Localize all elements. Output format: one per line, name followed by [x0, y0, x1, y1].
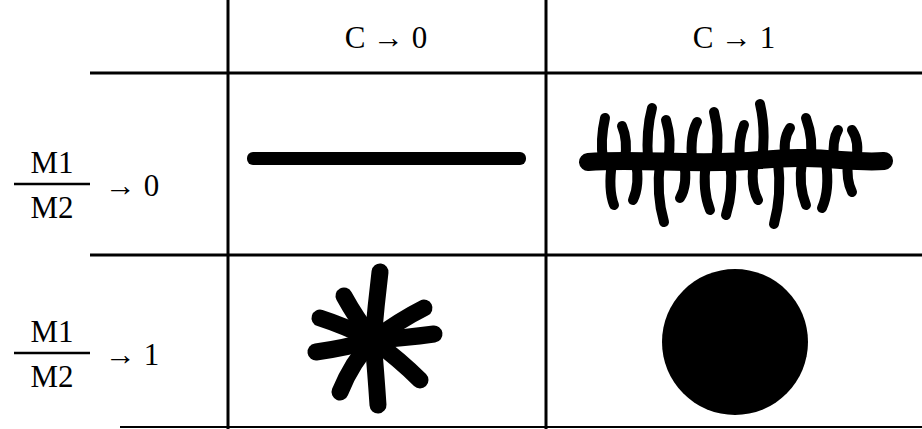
disc-pattern	[662, 269, 808, 415]
column-header: C → 0	[345, 22, 428, 53]
row-limit: → 0	[105, 170, 159, 201]
fraction-numerator: M1	[30, 316, 73, 347]
table-grid	[90, 0, 922, 429]
fraction-bars	[14, 184, 90, 353]
row-limit: → 1	[105, 339, 159, 370]
comb-pattern	[588, 104, 884, 224]
straight-pattern	[247, 152, 526, 165]
star-pattern	[316, 272, 434, 405]
fraction-numerator: M1	[30, 147, 73, 178]
column-header: C → 1	[693, 22, 776, 53]
fraction-denominator: M2	[30, 361, 73, 392]
fraction-denominator: M2	[30, 192, 73, 223]
